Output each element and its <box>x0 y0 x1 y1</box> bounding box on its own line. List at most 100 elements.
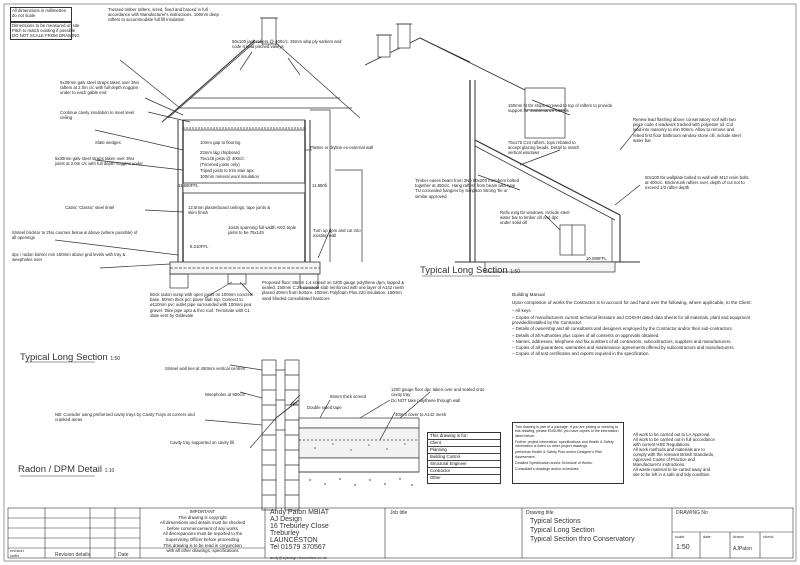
building-manual-item: – Details of all Authorities plus copies… <box>512 332 660 338</box>
package-p4: Detailed Specification and/or Schedule o… <box>515 461 593 466</box>
note-continue-insulation: Continue cavity insulation to meet level… <box>60 110 135 121</box>
drawn-label: drawn <box>733 534 744 539</box>
note-refix-windows: Refix extg tbr windows. Include steel wa… <box>500 210 570 226</box>
dims-note-box: All dimensions in millimetres do not sca… <box>10 7 72 22</box>
note-screed: 65mm thick screed <box>330 394 367 399</box>
drawing-for-planning: Planning <box>428 447 500 454</box>
note-radon-sump: Brick radon sump with open joints on 100… <box>150 292 254 318</box>
package-box: This drawing is part of a package. If yo… <box>512 422 624 484</box>
important-line-4: All discrepancies must be reported to th… <box>162 531 243 537</box>
date-label: date <box>703 534 711 539</box>
approval-line-7: Manufacturer's instructions. <box>633 462 686 467</box>
building-manual-intro: Upon completion of works the Contractor … <box>512 300 752 306</box>
note-dpc-radon: dpc / radon barrier min 150mm above gnd … <box>12 252 126 263</box>
package-p2: Further project information, specificati… <box>515 439 614 449</box>
firm-tel: Tel 01579 370567 <box>270 544 326 551</box>
important-line-1: This drawing is copyright <box>178 514 227 520</box>
approval-notes: All work to be carried out to LA Approva… <box>633 432 793 477</box>
building-manual-item: – All keys <box>512 308 531 314</box>
left-section-building <box>54 17 363 299</box>
note-joists: 75x145 joists @ 400c/c <box>200 156 245 161</box>
dims-warning-line-1: Dimensions to be measured on site <box>12 23 80 28</box>
note-40mm-cover: 40mm cover to A142 mesh <box>395 412 447 417</box>
note-joists-hanger: Joists spanning full width AKG triple jo… <box>228 225 297 236</box>
scale-label: scale <box>675 534 685 539</box>
approval-line-6: Approved Codes of Practice and <box>633 457 695 462</box>
drawing-for-structural-engineer: Structural Engineer <box>428 461 500 468</box>
important-line-7: with all other drawings, specifications <box>166 548 239 554</box>
note-wall-ties: S/steel wall ties at 450mm vertical cent… <box>165 366 246 371</box>
drawing-title-line-3: Typical Section thro Conservatory <box>530 536 635 543</box>
note-double-sided-tape: Double sided tape <box>307 405 342 410</box>
note-wallplate: 50x100 tbr wallplate bolted to wall with… <box>645 175 749 191</box>
dims-warning-box: Dimensions to be measured on site Pitch … <box>10 22 80 40</box>
note-cavity-tray: Cavity tray supported on cavity fill <box>170 440 235 445</box>
important-notice: IMPORTANT This drawing is copyright All … <box>140 509 265 554</box>
note-renew-lead: Renew lead flashing above conservatory r… <box>633 117 741 143</box>
building-manual-title: Building Manual <box>512 292 545 297</box>
note-slate-wedges: Slate wedges <box>95 140 121 145</box>
important-line-5: Supervising Officer before proceeding <box>165 536 240 542</box>
radon-detail <box>204 359 431 511</box>
level-11880: 11.880fi <box>312 183 327 188</box>
note-c24-rafters: 75x175 C24 rafters, tops rebated to acce… <box>508 140 580 156</box>
title-long-section-right: Typical Long Section 1:50 <box>420 265 521 276</box>
drawing-for-contractor: Contractor <box>428 468 500 475</box>
drawn-value: AJPaton <box>733 546 752 552</box>
note-trussed-rafters: Trussed timber rafters, sized, fixed and… <box>108 7 219 23</box>
important-line-2: All dimensions and details must be check… <box>159 520 246 526</box>
approval-line-2: All work to be carried out in full accor… <box>633 437 715 442</box>
title-radon-detail: Radon / DPM Detail 1:10 <box>18 464 115 475</box>
note-turn-up-dpm: Turn up dpm and cut into existing wall <box>313 228 361 239</box>
building-manual-block: Building Manual Upon completion of works… <box>512 292 777 358</box>
building-manual-item: – Copies of all test certificates and re… <box>512 351 650 357</box>
note-jack-rafters: 50x100 jack rafters @ 400c/c. 25mm wbp p… <box>232 39 342 50</box>
dims-warning-line-2: Pitch to match existing if possible <box>12 28 76 33</box>
title-block-frame <box>7 275 794 559</box>
drawing-for-other: Other <box>430 475 441 480</box>
note-plaster-wall: Plaster or dryline ex-external wall <box>310 145 374 150</box>
approval-line-1: All work to be carried out to LA Approva… <box>633 432 711 437</box>
note-proposed-floor: Proposed floor: 65mm 1:4 screed on 1200 … <box>262 280 405 301</box>
note-timber-eaves: Timber eaves beam from 3No 50x200 member… <box>415 178 519 199</box>
drawing-for-box: This drawing is for: Client Planning Bui… <box>427 432 501 484</box>
drawing-for-client: Client <box>428 440 500 447</box>
important-heading: IMPORTANT <box>189 509 216 514</box>
note-weepholes: Weepholes at 900c/c <box>205 392 246 397</box>
check-label: check <box>763 534 774 539</box>
building-manual-item: – Details of ownership and all consultan… <box>512 326 733 332</box>
note-no-polythene: Do NOT take polythene through wall <box>391 398 461 403</box>
note-mineral: 100mm mineral wool insulation <box>200 174 259 179</box>
approval-line-5: comply with the relevant British Standar… <box>633 452 715 457</box>
revision-suffix-label: revision suffix <box>10 548 24 558</box>
dims-note-line-2: do not scale <box>12 13 36 18</box>
drawing-for-heading: This drawing is for: <box>428 433 500 440</box>
note-steel-straps-mid: 5x30mm galv steel straps taken over 3No … <box>55 156 143 167</box>
firm-address-2: Treburley <box>270 530 300 537</box>
package-p3: preliminar Health & Safety Plan and/or D… <box>515 450 602 459</box>
note-preformed-trays: NB: Consider using preformed cavity tray… <box>55 412 195 423</box>
note-trimmed: (Trimmed joists only) <box>200 162 240 167</box>
revision-date-label: Date <box>118 552 129 558</box>
firm-details: Andy Paton MBIAT AJ Design 16 Treburley … <box>270 509 329 551</box>
note-flooring: 22mm t&g chipboard <box>200 150 240 155</box>
important-line-6: This drawing is to be read in conjunctio… <box>163 542 242 548</box>
drawing-title-line-1: Typical Sections <box>530 518 581 525</box>
firm-address-3: LAUNCESTON <box>270 537 318 544</box>
package-p5: Consultant's drawings and/or schedules. <box>515 467 580 472</box>
scale-value: 1:50 <box>676 544 690 551</box>
firm-company: AJ Design <box>270 516 302 523</box>
dims-note-line-1: All dimensions in millimetres <box>12 8 66 13</box>
right-section-building <box>364 23 641 273</box>
drawing-no-label: DRAWING No <box>676 510 708 516</box>
approval-line-8: All waste material to be carted away and <box>633 467 711 472</box>
level-10080: 10.080FFL <box>586 256 607 261</box>
building-manual-item: – Names, addresses, telephone and fax nu… <box>512 338 732 344</box>
note-dpc: dpc <box>291 401 298 406</box>
firm-address-1: 16 Treburley Close <box>270 523 329 530</box>
note-catnic-lintel: Catnic 'Classic' steel lintel <box>65 205 115 210</box>
note-brick-lintel: S/steel bricktor to 2No courses below & … <box>12 230 138 241</box>
note-floor-gap: 10mm gap to flooring <box>200 140 241 145</box>
